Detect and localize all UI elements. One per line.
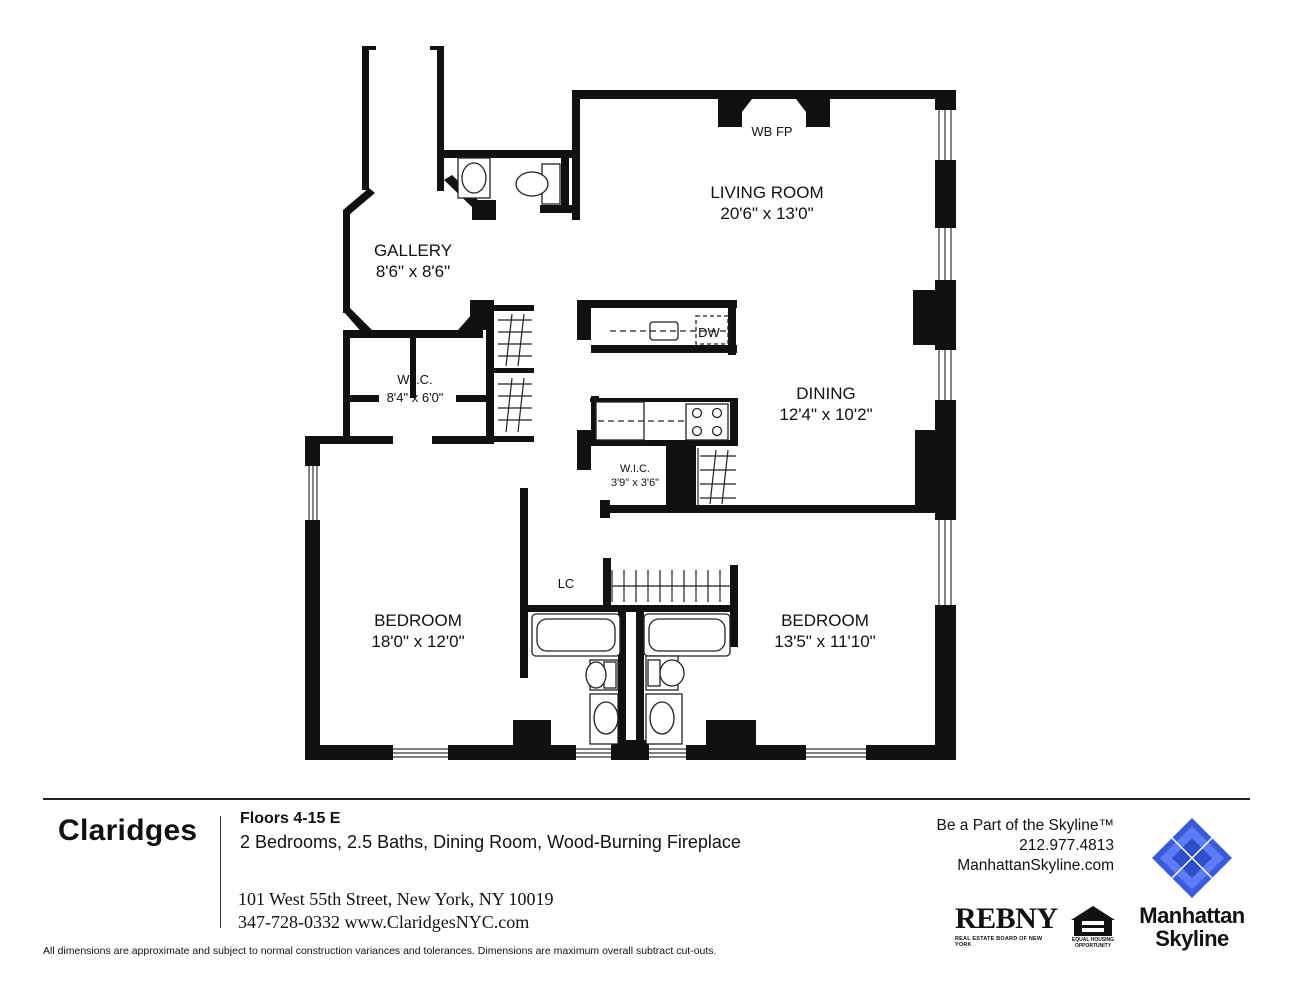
- brand-line-1: Manhattan: [1139, 903, 1245, 928]
- building-name: Claridges: [58, 814, 198, 847]
- wic-small-name: W.I.C.: [620, 463, 650, 475]
- wic-main-size: 8'4" x 6'0": [387, 390, 444, 405]
- living-room-size: 20'6" x 13'0": [720, 204, 813, 223]
- living-room-name: LIVING ROOM: [710, 183, 823, 202]
- gallery-size: 8'6" x 8'6": [376, 262, 450, 281]
- closet-hangers: [498, 313, 736, 602]
- footer-divider: [220, 816, 221, 928]
- wic-small-size: 3'9" x 3'6": [611, 477, 659, 489]
- broker-contact: Be a Part of the Skyline™ 212.977.4813 M…: [937, 816, 1114, 876]
- bedroom-right-name: BEDROOM: [781, 611, 869, 630]
- dishwasher-label: DW: [698, 325, 720, 340]
- equal-housing-label: EQUAL HOUSING OPPORTUNITY: [1071, 937, 1115, 949]
- broker-phone: 212.977.4813: [1019, 837, 1114, 854]
- bedroom-left-name: BEDROOM: [374, 611, 462, 630]
- floors-label: Floors 4-15 E: [240, 810, 341, 827]
- sink-left: [593, 701, 619, 735]
- powder-toilet: [515, 171, 549, 197]
- fixtures: [457, 157, 731, 745]
- rebny-wordmark: REBNY: [955, 902, 1058, 935]
- broker-website: ManhattanSkyline.com: [957, 857, 1114, 874]
- bedroom-right-size: 13'5" x 11'10": [774, 632, 875, 651]
- manhattan-skyline-diamond-icon: [1152, 818, 1232, 898]
- features-label: 2 Bedrooms, 2.5 Baths, Dining Room, Wood…: [240, 832, 741, 852]
- counter-lines: [598, 330, 726, 422]
- rebny-logo: REBNY REAL ESTATE BOARD OF NEW YORK: [955, 902, 1058, 950]
- windows: [308, 110, 952, 758]
- dishwasher-outline: [695, 315, 729, 345]
- tagline: Be a Part of the Skyline™: [936, 817, 1114, 834]
- toilet-right: [659, 659, 685, 687]
- brand-line-2: Skyline: [1155, 926, 1229, 951]
- footer-rule: [43, 798, 1250, 800]
- sink-right: [649, 701, 675, 735]
- floor-plan: WB FP LIVING ROOM 20'6" x 13'0" GALLERY …: [305, 46, 956, 760]
- bedroom-left-size: 18'0" x 12'0": [371, 632, 464, 651]
- linen-closet-label: LC: [558, 576, 575, 591]
- address: 101 West 55th Street, New York, NY 10019: [238, 889, 554, 909]
- disclaimer: All dimensions are approximate and subje…: [43, 945, 717, 957]
- walls: [305, 46, 956, 760]
- rebny-subtitle: REAL ESTATE BOARD OF NEW YORK: [955, 936, 1043, 948]
- wic-main-name: W.I.C.: [397, 372, 432, 387]
- manhattan-skyline-wordmark: Manhattan Skyline: [1130, 904, 1254, 950]
- fireplace-niche: [742, 99, 806, 127]
- cooktop: [685, 403, 729, 441]
- fireplace-label: WB FP: [751, 124, 792, 139]
- dining-name: DINING: [796, 384, 856, 403]
- building-contact: 347-728-0332 www.ClaridgesNYC.com: [238, 912, 530, 932]
- equal-housing-icon: [1071, 906, 1115, 936]
- dining-size: 12'4" x 10'2": [779, 405, 872, 424]
- gallery-name: GALLERY: [374, 241, 452, 260]
- toilet-left: [585, 661, 607, 689]
